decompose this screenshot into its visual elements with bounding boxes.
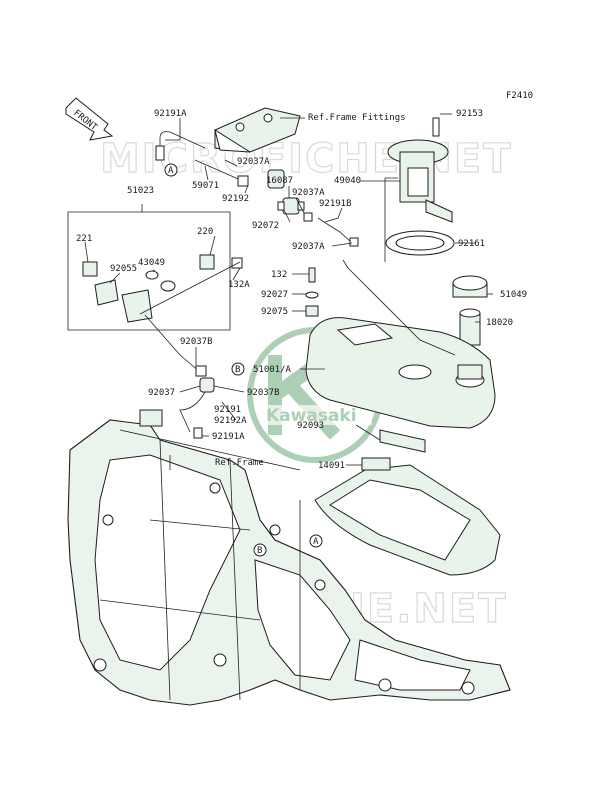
marker-b-frame: B [253, 543, 267, 557]
label-92037: 92037 [148, 388, 175, 398]
marker-a-top: A [164, 163, 178, 177]
label-92161: 92161 [458, 239, 485, 249]
lower-fuel-hose [144, 314, 215, 439]
label-92075: 92075 [261, 307, 288, 317]
label-92192: 92192 [222, 194, 249, 204]
marker-b-mid: B [231, 362, 245, 376]
callout-box-51023 [67, 211, 231, 331]
label-16087: 16087 [266, 176, 293, 186]
gasket-92161 [385, 230, 455, 256]
callout-labels: 92191A Ref.Frame Fittings 92153 92037A 5… [76, 109, 527, 471]
svg-text:A: A [313, 537, 319, 547]
label-59071: 59071 [192, 181, 219, 191]
label-92191A-bottom: 92191A [212, 432, 245, 442]
label-51023: 51023 [127, 186, 154, 196]
hose-92191A-top [159, 131, 206, 149]
label-92037A-2: 92037A [292, 188, 325, 198]
svg-text:B: B [235, 365, 240, 375]
filter-18020 [459, 308, 481, 346]
callout-bracket-49040 [384, 177, 398, 262]
bracket-92072 [267, 169, 285, 189]
label-92037A-1: 92037A [237, 157, 270, 167]
grommet-92075 [305, 305, 319, 317]
label-132: 132 [271, 270, 287, 280]
label-ref-frame-fittings: Ref.Frame Fittings [308, 113, 406, 123]
leader-lines [84, 113, 493, 470]
fuel-pump-49040 [387, 117, 453, 223]
tank-cover-14091 [314, 457, 501, 576]
bolt-132 [308, 267, 316, 283]
fuel-cock-assembly-51023 [82, 254, 243, 323]
hose-92191B [317, 217, 353, 244]
kawasaki-logo: Kawasaki [247, 327, 383, 463]
vehicle-frame [67, 409, 511, 706]
label-92191A-top: 92191A [154, 109, 187, 119]
label-92072: 92072 [252, 221, 279, 231]
figure-code: F2410 [506, 91, 533, 101]
label-92037B-2: 92037B [247, 388, 280, 398]
label-51001A: 51001/A [253, 365, 292, 375]
label-92192A: 92192A [214, 416, 247, 426]
label-92037B-1: 92037B [180, 337, 213, 347]
label-221: 221 [76, 234, 92, 244]
label-18020: 18020 [486, 318, 513, 328]
fuel-cap-51049 [452, 275, 488, 298]
clamp-92037A-b [349, 237, 359, 247]
pipe-clamp [237, 175, 249, 187]
clamp-92037A [303, 212, 313, 222]
label-220: 220 [197, 227, 213, 237]
front-arrow-icon: FRONT [65, 97, 114, 141]
label-92055: 92055 [110, 264, 137, 274]
label-132A: 132A [228, 280, 250, 290]
label-92153: 92153 [456, 109, 483, 119]
svg-text:A: A [168, 166, 174, 176]
fuel-tank-51001A [305, 317, 496, 429]
label-43049: 43049 [138, 258, 165, 268]
label-49040: 49040 [334, 176, 361, 186]
frame-fitting-bracket [214, 107, 301, 153]
svg-text:B: B [257, 546, 262, 556]
washer-92027 [305, 291, 319, 299]
fuel-pipe-59071 [194, 159, 246, 183]
label-92093: 92093 [297, 421, 324, 431]
pad-92093 [379, 429, 426, 453]
marker-a-frame: A [309, 534, 323, 548]
kawasaki-logo-text: Kawasaki [266, 406, 357, 426]
label-14091: 14091 [318, 461, 345, 471]
hose-clamp [155, 145, 165, 161]
label-51049: 51049 [500, 290, 527, 300]
label-92191B: 92191B [319, 199, 352, 209]
label-ref-frame: Ref.Frame [215, 458, 264, 468]
label-92191: 92191 [214, 405, 241, 415]
label-92037A-3: 92037A [292, 242, 325, 252]
valve-16087 [277, 197, 305, 215]
label-92027: 92027 [261, 290, 288, 300]
